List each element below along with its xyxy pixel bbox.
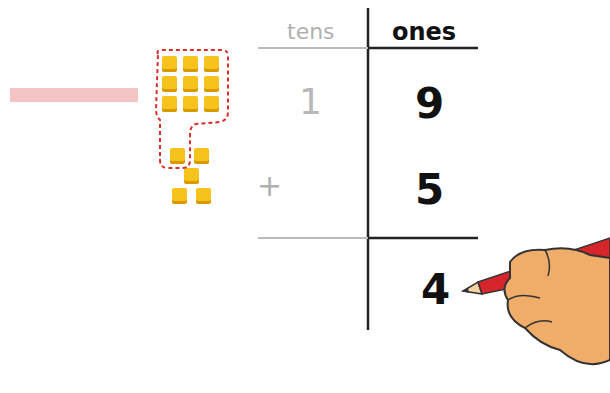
digit: 5 [415,169,444,211]
header-rule-ones [368,47,478,50]
unit-cube [183,56,198,69]
plus-sign: + [257,171,282,201]
pink-bar [10,88,138,102]
unit-cube [183,76,198,89]
unit-cube [204,96,219,109]
unit-cubes [162,56,219,204]
unit-cube [162,76,177,89]
unit-cube [170,148,185,161]
column-heading: tens [287,21,335,43]
unit-cube [183,96,198,109]
hand-with-pencil [463,238,610,364]
header-rule-tens [258,47,368,49]
unit-cube [162,56,177,69]
digit: 9 [415,83,444,125]
column-divider [367,8,370,330]
sum-rule-tens [258,237,368,239]
sum-digit: 4 [421,269,450,311]
unit-cube [204,56,219,69]
unit-cube [162,96,177,109]
unit-cube [196,188,211,201]
unit-cube [172,188,187,201]
sum-rule-ones [368,237,478,240]
unit-cube [204,76,219,89]
ten-group-outline [156,50,228,168]
column-heading: ones [392,20,456,44]
unit-cube [184,168,199,181]
unit-cube [194,148,209,161]
carried-digit: 1 [299,84,322,120]
